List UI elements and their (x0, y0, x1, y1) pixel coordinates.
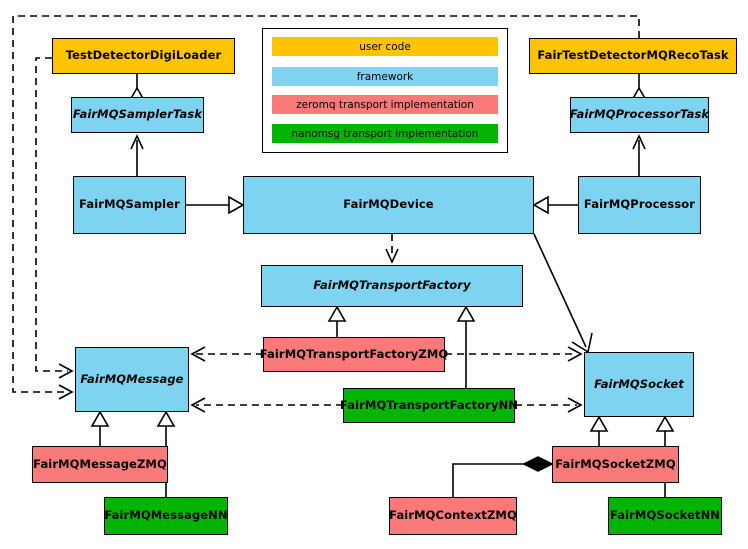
triangle-factoryzmq (327, 305, 347, 322)
class-box-fairmqcontextzmq[interactable]: FairMQContextZMQ (389, 497, 517, 535)
arrowheads (58, 86, 675, 472)
triangle-socketzmq (589, 415, 609, 432)
legend-item-user-code: user code (272, 37, 498, 56)
class-label-fairmqprocessortask: FairMQProcessorTask (569, 107, 710, 122)
legend-label-nanomsg: nanomsg transport implementation (291, 127, 479, 140)
class-label-fairmqcontextzmq: FairMQContextZMQ (389, 508, 517, 523)
triangle-processor-device (532, 195, 549, 215)
triangle-sampler-device (228, 195, 245, 215)
class-label-fairmqsamplertask: FairMQSamplerTask (72, 107, 203, 122)
class-label-fairmqprocessor: FairMQProcessor (583, 197, 696, 212)
class-box-fairmqsocketnn[interactable]: FairMQSocketNN (608, 497, 722, 535)
class-label-fairmqdevice: FairMQDevice (343, 197, 434, 212)
edge-device-to-socket (533, 233, 587, 348)
triangle-messagezmq (90, 410, 110, 427)
openarrow-device-transportfactory (385, 248, 399, 264)
legend-label-zeromq: zeromq transport implementation (296, 98, 474, 111)
class-box-fairmqmessagezmq[interactable]: FairMQMessageZMQ (32, 446, 168, 483)
class-box-fairmqsamplertask[interactable]: FairMQSamplerTask (71, 97, 204, 133)
diamond-contextzmq-socketzmq (522, 456, 554, 472)
class-box-fairmqsocket[interactable]: FairMQSocket (584, 352, 694, 417)
class-label-fairtestdetectormqrecotask: FairTestDetectorMQRecoTask (537, 48, 729, 63)
edge-contextzmq-to-socketzmq (452, 463, 531, 497)
legend-label-framework: framework (356, 70, 414, 83)
class-label-fairmqtransportfactorynn: FairMQTransportFactoryNN (339, 397, 519, 412)
class-label-fairmqmessagezmq: FairMQMessageZMQ (33, 456, 167, 471)
openarrow-digiloader-message (58, 363, 74, 379)
class-box-fairmqtransportfactorynn[interactable]: FairMQTransportFactoryNN (339, 388, 519, 423)
edge-recotask-to-message (12, 15, 640, 393)
legend-item-zeromq: zeromq transport implementation (272, 95, 498, 114)
class-box-fairmqtransportfactory[interactable]: FairMQTransportFactory (261, 265, 523, 307)
class-label-fairmqsocket: FairMQSocket (594, 376, 684, 391)
class-label-fairmqtransportfactoryzmq: FairMQTransportFactoryZMQ (259, 346, 449, 361)
triangle-messagenn (156, 410, 176, 427)
triangle-factorynn (456, 305, 476, 322)
class-box-testdetectordigiloader[interactable]: TestDetectorDigiLoader (52, 38, 235, 74)
legend-label-user-code: user code (359, 40, 411, 53)
class-box-fairmqprocessortask[interactable]: FairMQProcessorTask (570, 97, 709, 133)
openarrow-recotask-message (58, 384, 74, 400)
class-label-fairmqsocketnn: FairMQSocketNN (609, 508, 721, 523)
edge-digiloader-to-message (35, 57, 68, 372)
class-box-fairmqprocessor[interactable]: FairMQProcessor (578, 176, 701, 234)
class-box-fairmqmessage[interactable]: FairMQMessage (75, 347, 189, 412)
class-label-fairmqmessagenn: FairMQMessageNN (104, 508, 228, 523)
legend-item-nanomsg: nanomsg transport implementation (272, 124, 498, 143)
openarrow-factoryzmq-message (190, 346, 206, 362)
class-label-testdetectordigiloader: TestDetectorDigiLoader (65, 48, 222, 63)
class-box-fairmqsocketzmq[interactable]: FairMQSocketZMQ (552, 446, 679, 483)
openarrow-factorynn-socket (567, 397, 583, 413)
openarrow-processor-processortask (632, 134, 646, 150)
class-box-fairmqdevice[interactable]: FairMQDevice (243, 176, 534, 234)
class-box-fairtestdetectormqrecotask[interactable]: FairTestDetectorMQRecoTask (529, 38, 737, 74)
legend-item-framework: framework (272, 67, 498, 86)
openarrow-factoryzmq-socket (567, 346, 583, 362)
openarrow-sampler-samplertask (130, 134, 144, 150)
class-box-fairmqsampler[interactable]: FairMQSampler (73, 176, 186, 234)
class-label-fairmqsocketzmq: FairMQSocketZMQ (555, 456, 676, 471)
class-box-fairmqtransportfactoryzmq[interactable]: FairMQTransportFactoryZMQ (260, 337, 448, 372)
triangle-socketnn (655, 415, 675, 432)
class-label-fairmqtransportfactory: FairMQTransportFactory (313, 278, 471, 293)
openarrow-factorynn-message (190, 397, 206, 413)
class-label-fairmqmessage: FairMQMessage (80, 371, 184, 386)
class-box-fairmqmessagenn[interactable]: FairMQMessageNN (104, 497, 228, 535)
openarrow-device-socket (571, 332, 593, 354)
class-label-fairmqsampler: FairMQSampler (79, 197, 180, 212)
